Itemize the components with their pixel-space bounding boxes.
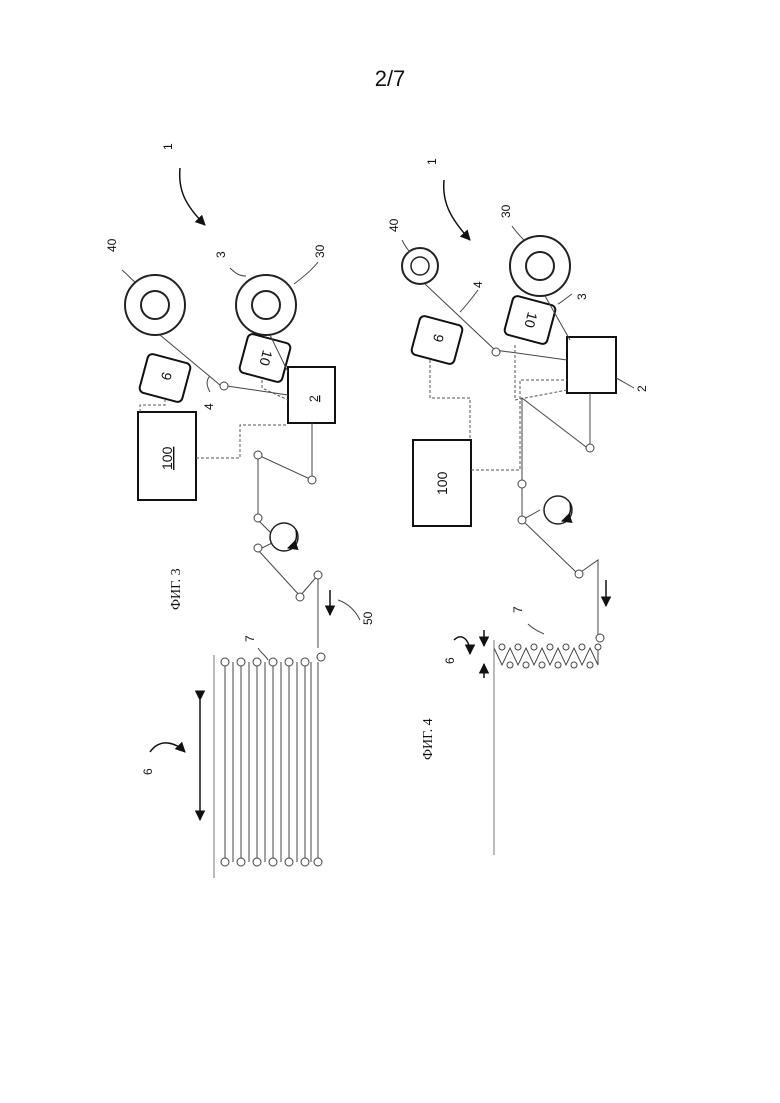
fig3-label-50: 50 <box>361 611 375 625</box>
fig4-label-3: 3 <box>575 293 589 300</box>
fig4-layer-stack <box>494 640 601 855</box>
fig3-label-4: 4 <box>202 403 216 410</box>
fig3-box-2: 2 <box>288 367 335 423</box>
fig3-layer-stack <box>214 655 322 878</box>
fig4-box-100: 100 <box>413 440 471 526</box>
figure-3: 1 40 3 30 9 10 2 <box>105 143 375 878</box>
fig3-label-1: 1 <box>161 143 175 150</box>
fig3-box-9: 9 <box>139 353 192 403</box>
fig4-caption: ФИГ. 4 <box>421 718 436 760</box>
fig4-label-1: 1 <box>425 158 439 165</box>
fig4-arrow-1 <box>444 180 470 240</box>
fig4-label-30: 30 <box>499 204 513 218</box>
fig4-label-2: 2 <box>635 385 649 392</box>
fig3-label-100: 100 <box>159 446 175 470</box>
fig3-label-2: 2 <box>307 395 321 402</box>
fig3-roll-40 <box>125 275 185 335</box>
fig3-roll-30 <box>236 275 296 335</box>
fig4-box-2 <box>567 337 616 393</box>
fig3-label-40: 40 <box>105 238 119 252</box>
fig4-label-4: 4 <box>471 281 485 288</box>
fig3-label-6: 6 <box>141 768 155 775</box>
fig4-label-40: 40 <box>387 218 401 232</box>
fig4-label-7: 7 <box>511 606 525 613</box>
fig3-label-30: 30 <box>313 244 327 258</box>
fig3-wheel <box>270 523 298 551</box>
fig4-wheel <box>544 496 572 524</box>
fig3-box-100: 100 <box>138 412 196 500</box>
fig4-roll-40 <box>402 248 438 284</box>
fig3-arrow-1 <box>180 168 205 225</box>
fig4-label-100: 100 <box>434 471 450 495</box>
fig4-roll-30 <box>510 236 570 296</box>
fig3-label-3: 3 <box>214 251 228 258</box>
fig4-box-9: 9 <box>411 315 464 365</box>
figure-4: 1 40 30 4 3 9 10 2 <box>387 158 649 855</box>
fig3-box-10: 10 <box>239 333 292 383</box>
fig3-caption: ФИГ. 3 <box>169 568 184 610</box>
fig3-label-7: 7 <box>243 635 257 642</box>
fig4-label-6: 6 <box>443 657 457 664</box>
